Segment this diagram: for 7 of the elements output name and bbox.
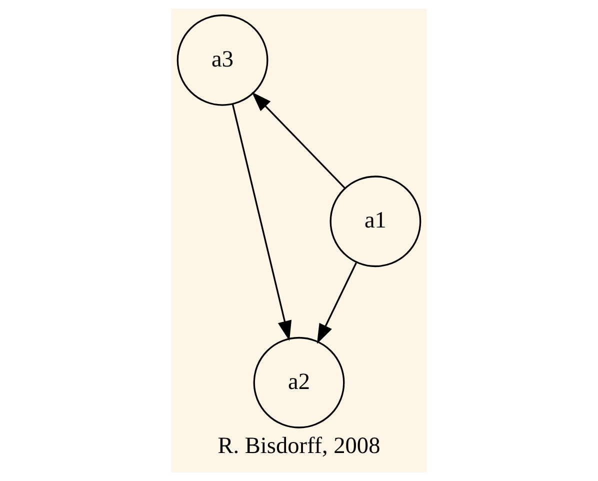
caption: R. Bisdorff, 2008	[218, 432, 380, 459]
node-circle: a1	[330, 176, 422, 268]
node-circle: a3	[176, 14, 268, 106]
node-circle: a2	[253, 336, 345, 428]
arrow	[252, 92, 346, 188]
arrow	[232, 104, 292, 341]
arrow	[316, 262, 357, 344]
